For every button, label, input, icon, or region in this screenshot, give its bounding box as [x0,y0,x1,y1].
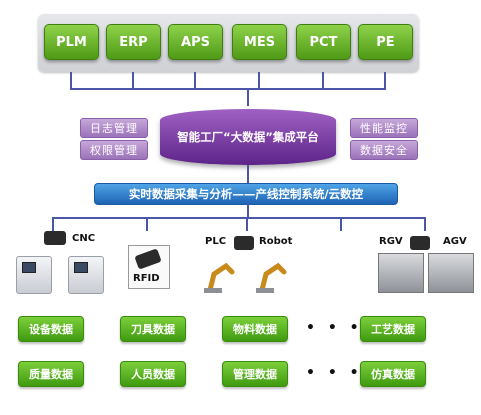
connector-line [246,217,248,231]
connector-line [247,88,249,106]
connector-line [146,217,148,231]
robot-label: Robot [259,236,293,247]
data-personnel: 人员数据 [120,361,186,387]
tag-log-management: 日志管理 [80,118,148,138]
data-simulation: 仿真数据 [360,361,426,387]
data-management: 管理数据 [222,361,288,387]
agv-photo [428,253,474,293]
realtime-analysis-bar: 实时数据采集与分析——产线控制系统/云数控 [94,183,398,205]
system-mes[interactable]: MES [232,24,287,60]
connector-line [384,72,386,88]
connector-line [247,203,249,217]
robot-arms-icon [204,262,287,293]
cnc-controller-icon [44,231,66,245]
ellipsis-row1: • • • [306,320,363,336]
tag-permission-management: 权限管理 [80,140,148,160]
tag-performance-monitoring: 性能监控 [350,118,418,138]
connector-line [340,217,342,231]
big-data-platform: 智能工厂“大数据”集成平台 [160,109,336,165]
connector-line [70,72,72,88]
system-plm[interactable]: PLM [44,24,99,60]
data-equipment: 设备数据 [18,316,84,342]
data-material: 物料数据 [222,316,288,342]
connector-line [424,217,426,231]
ellipsis-row2: • • • [306,365,363,381]
machine-screen [74,262,88,273]
connector-line [247,165,249,183]
system-erp[interactable]: ERP [106,24,161,60]
rgv-label: RGV [379,236,403,247]
rfid-label: RFID [133,273,160,284]
rgv-controller-icon [410,236,430,250]
machine-screen [22,262,36,273]
connector-line [258,72,260,88]
connector-bus-bottom [52,217,424,219]
rgv-photo [378,253,424,293]
platform-label: 智能工厂“大数据”集成平台 [177,129,319,144]
plc-controller-icon [234,236,254,250]
plc-label: PLC [205,236,227,247]
system-pct[interactable]: PCT [296,24,351,60]
connector-bus-top [70,88,386,90]
connector-line [52,217,54,231]
connector-line [322,72,324,88]
system-pe[interactable]: PE [358,24,413,60]
cnc-label: CNC [72,233,96,244]
systems-panel [38,14,419,72]
data-quality: 质量数据 [18,361,84,387]
system-aps[interactable]: APS [168,24,223,60]
data-process: 工艺数据 [360,316,426,342]
connector-line [194,72,196,88]
agv-label: AGV [443,236,467,247]
data-tooling: 刀具数据 [120,316,186,342]
tag-data-security: 数据安全 [350,140,418,160]
connector-line [132,72,134,88]
